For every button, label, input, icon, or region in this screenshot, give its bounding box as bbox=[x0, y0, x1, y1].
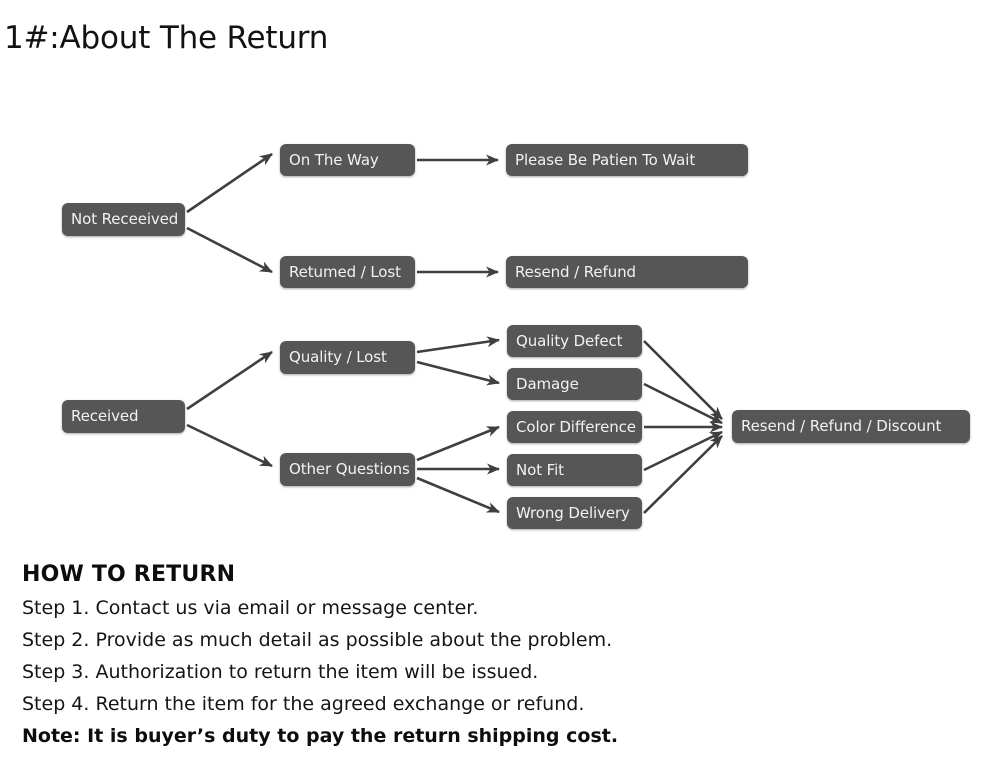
node-label: Received bbox=[71, 407, 139, 425]
node-label: Retumed / Lost bbox=[289, 262, 401, 281]
node-resend-refund[interactable]: Resend / Refund bbox=[506, 256, 748, 288]
how-to-return-step: Step 4. Return the item for the agreed e… bbox=[22, 692, 585, 715]
node-color-difference[interactable]: Color Difference bbox=[507, 411, 642, 443]
node-not-received[interactable]: Not Receeived bbox=[62, 203, 185, 236]
how-to-return-section: HOW TO RETURN Step 1. Contact us via ema… bbox=[22, 562, 962, 753]
node-other-questions[interactable]: Other Questions bbox=[280, 453, 415, 486]
how-to-return-step: Step 2. Provide as much detail as possib… bbox=[22, 628, 613, 651]
node-label: Quality Defect bbox=[516, 331, 623, 350]
node-not-fit[interactable]: Not Fit bbox=[507, 454, 642, 486]
flowchart-edges bbox=[186, 152, 723, 514]
node-quality-lost[interactable]: Quality / Lost bbox=[280, 341, 415, 374]
node-label: On The Way bbox=[289, 150, 379, 169]
node-received[interactable]: Received bbox=[62, 400, 185, 433]
node-label: Resend / Refund / Discount bbox=[741, 417, 942, 435]
node-damage[interactable]: Damage bbox=[507, 368, 642, 400]
node-label: Please Be Patien To Wait bbox=[515, 150, 696, 169]
node-label: Not Receeived bbox=[71, 210, 179, 228]
node-label: Wrong Delivery bbox=[516, 503, 630, 522]
node-quality-defect[interactable]: Quality Defect bbox=[507, 325, 642, 357]
return-flowchart: Not Receeived On The Way Retumed / Lost … bbox=[62, 144, 970, 529]
node-on-the-way[interactable]: On The Way bbox=[280, 144, 415, 176]
node-label: Damage bbox=[516, 374, 579, 393]
how-to-return-step: Step 3. Authorization to return the item… bbox=[22, 660, 539, 683]
node-resend-refund-discount[interactable]: Resend / Refund / Discount bbox=[732, 410, 970, 443]
node-returned-lost[interactable]: Retumed / Lost bbox=[280, 256, 415, 288]
node-label: Not Fit bbox=[516, 460, 564, 479]
node-please-be-patient-to-wait[interactable]: Please Be Patien To Wait bbox=[506, 144, 748, 176]
how-to-return-note: Note: It is buyer’s duty to pay the retu… bbox=[22, 724, 619, 747]
node-label: Quality / Lost bbox=[289, 348, 387, 366]
how-to-return-step: Step 1. Contact us via email or message … bbox=[22, 597, 479, 619]
node-wrong-delivery[interactable]: Wrong Delivery bbox=[507, 497, 642, 529]
page-title: 1#:About The Return bbox=[4, 20, 329, 56]
node-label: Other Questions bbox=[289, 460, 410, 478]
node-label: Resend / Refund bbox=[515, 262, 636, 281]
node-label: Color Difference bbox=[516, 417, 636, 436]
how-to-return-heading: HOW TO RETURN bbox=[22, 562, 236, 587]
